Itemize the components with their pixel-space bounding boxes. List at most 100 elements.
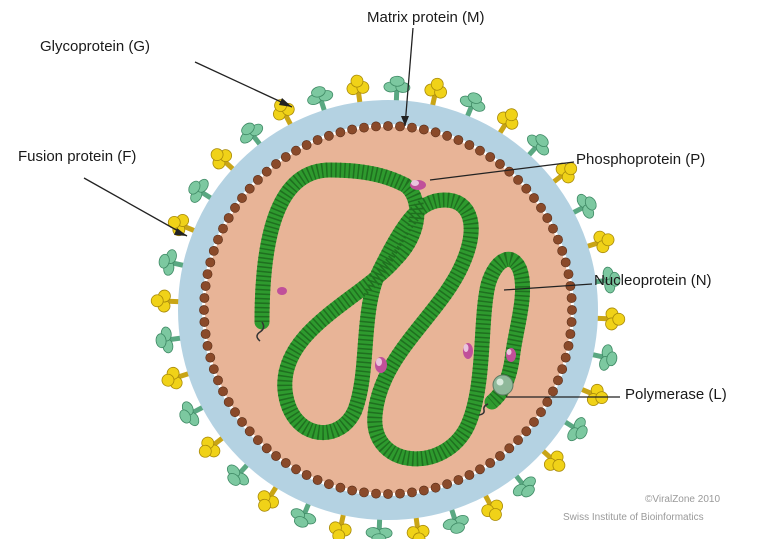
matrix-protein-bead [201, 329, 210, 338]
matrix-protein-bead [324, 131, 333, 140]
matrix-protein-bead [230, 203, 239, 212]
matrix-protein-bead [324, 480, 333, 489]
matrix-protein-bead [495, 451, 504, 460]
matrix-protein-bead [313, 475, 322, 484]
matrix-protein-bead [253, 175, 262, 184]
matrix-protein-bead [245, 427, 254, 436]
matrix-protein-bead [200, 317, 209, 326]
label-glycoprotein: Glycoprotein (G) [40, 38, 150, 56]
label-nucleoprotein: Nucleoprotein (N) [594, 272, 712, 290]
matrix-protein-bead [237, 417, 246, 426]
matrix-protein-bead [529, 417, 538, 426]
matrix-protein-bead [567, 305, 576, 314]
matrix-protein-bead [465, 140, 474, 149]
matrix-protein-bead [548, 224, 557, 233]
matrix-protein-bead [454, 135, 463, 144]
matrix-protein-bead [291, 146, 300, 155]
matrix-protein-bead [566, 329, 575, 338]
matrix-protein-bead [564, 270, 573, 279]
matrix-protein-bead [564, 341, 573, 350]
matrix-protein-bead [302, 470, 311, 479]
matrix-protein-bead [281, 458, 290, 467]
matrix-protein-bead [262, 167, 271, 176]
matrix-protein-bead [383, 121, 392, 130]
matrix-protein-bead [522, 427, 531, 436]
matrix-protein-bead [371, 489, 380, 498]
matrix-protein-bead [348, 486, 357, 495]
matrix-protein-bead [253, 436, 262, 445]
matrix-protein-bead [553, 376, 562, 385]
matrix-protein-bead [561, 258, 570, 267]
matrix-protein-bead [475, 465, 484, 474]
matrix-protein-bead [529, 193, 538, 202]
matrix-protein-bead [348, 125, 357, 134]
matrix-protein-bead [209, 246, 218, 255]
label-polymerase: Polymerase (L) [625, 386, 727, 404]
matrix-protein-bead [336, 128, 345, 137]
matrix-protein-bead [514, 175, 523, 184]
matrix-protein-bead [200, 293, 209, 302]
phosphoprotein-icon [410, 180, 426, 190]
matrix-protein-bead [536, 408, 545, 417]
matrix-protein-bead [213, 376, 222, 385]
matrix-protein-bead [371, 122, 380, 131]
matrix-protein-bead [395, 489, 404, 498]
matrix-protein-bead [213, 235, 222, 244]
matrix-protein-bead [553, 235, 562, 244]
matrix-protein-bead [281, 152, 290, 161]
phosphoprotein-icon [463, 343, 473, 359]
label-matrix-protein: Matrix protein (M) [367, 9, 485, 27]
matrix-protein-bead [336, 483, 345, 492]
matrix-protein-bead [419, 125, 428, 134]
matrix-protein-bead [203, 270, 212, 279]
matrix-protein-bead [431, 128, 440, 137]
matrix-protein-bead [359, 488, 368, 497]
matrix-protein-bead [383, 489, 392, 498]
label-fusion-protein: Fusion protein (F) [18, 148, 136, 166]
matrix-protein-bead [291, 465, 300, 474]
matrix-protein-bead [522, 184, 531, 193]
matrix-protein-bead [271, 451, 280, 460]
leader-glycoprotein [195, 62, 292, 107]
matrix-protein-bead [443, 131, 452, 140]
matrix-protein-bead [543, 397, 552, 406]
matrix-protein-bead [475, 146, 484, 155]
matrix-protein-bead [313, 135, 322, 144]
matrix-protein-bead [505, 167, 514, 176]
matrix-protein-bead [431, 483, 440, 492]
matrix-protein-bead [419, 486, 428, 495]
matrix-protein-bead [454, 475, 463, 484]
phosphoprotein-icon [506, 348, 516, 362]
matrix-protein-bead [548, 387, 557, 396]
matrix-protein-bead [465, 470, 474, 479]
matrix-protein-bead [206, 258, 215, 267]
matrix-protein-bead [443, 480, 452, 489]
matrix-protein-bead [407, 488, 416, 497]
credit-line-1: ©ViralZone 2010 [645, 493, 720, 507]
phosphoprotein-icon [277, 287, 287, 295]
matrix-protein-bead [201, 281, 210, 290]
matrix-protein-bead [558, 365, 567, 374]
matrix-protein-bead [505, 444, 514, 453]
matrix-protein-bead [567, 293, 576, 302]
matrix-protein-bead [486, 458, 495, 467]
matrix-protein-bead [218, 387, 227, 396]
matrix-protein-bead [199, 305, 208, 314]
credit-line-2: Swiss Institute of Bioinformatics [563, 511, 704, 525]
matrix-protein-bead [495, 159, 504, 168]
matrix-protein-bead [262, 444, 271, 453]
matrix-protein-bead [302, 140, 311, 149]
label-phosphoprotein: Phosphoprotein (P) [576, 151, 705, 169]
matrix-protein-bead [407, 123, 416, 132]
matrix-protein-bead [224, 213, 233, 222]
matrix-protein-bead [543, 213, 552, 222]
matrix-protein-bead [271, 159, 280, 168]
matrix-protein-bead [203, 341, 212, 350]
matrix-protein-bead [206, 353, 215, 362]
matrix-protein-bead [218, 224, 227, 233]
polymerase-icon [493, 375, 513, 395]
matrix-protein-bead [558, 246, 567, 255]
matrix-protein-bead [359, 123, 368, 132]
